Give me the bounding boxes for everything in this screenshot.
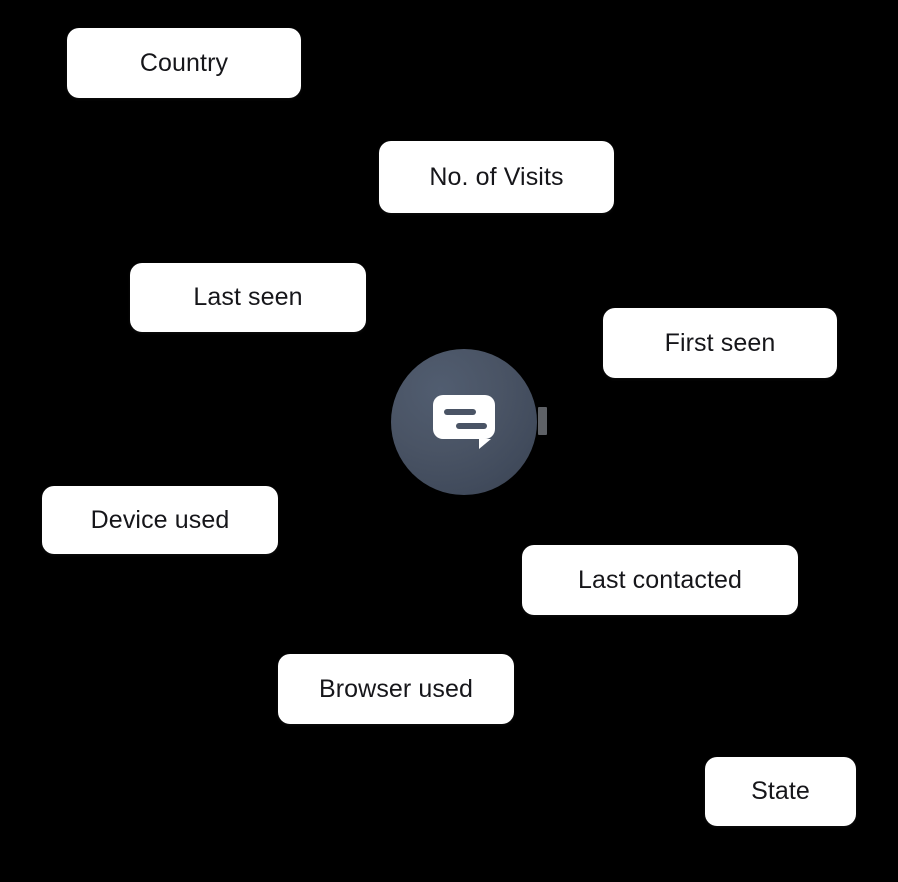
attribute-pill-label: Last seen [193, 283, 303, 311]
attribute-pill-label: No. of Visits [429, 162, 564, 191]
attribute-pill-label: Last contacted [577, 565, 742, 594]
attribute-pill-country[interactable]: Country [67, 28, 301, 98]
speech-bubble-icon [433, 395, 495, 449]
attribute-pill-last-contacted[interactable]: Last contacted [522, 545, 798, 615]
attribute-pill-browser-used[interactable]: Browser used [278, 654, 514, 724]
attribute-pill-label: First seen [664, 328, 776, 357]
attribute-pill-state[interactable]: State [705, 757, 856, 826]
attribute-pill-label: Country [139, 48, 229, 77]
attribute-pill-label: Browser used [318, 674, 474, 703]
attribute-pill-last-seen[interactable]: Last seen [130, 263, 366, 332]
attribute-pill-device-used[interactable]: Device used [42, 486, 278, 554]
node-edge-artifact [538, 407, 547, 435]
attribute-pill-no-of-visits[interactable]: No. of Visits [379, 141, 614, 213]
messages-node[interactable] [391, 349, 547, 495]
attribute-pill-label: State [751, 777, 810, 805]
attribute-pill-label: Device used [90, 505, 230, 534]
attribute-pill-first-seen[interactable]: First seen [603, 308, 837, 378]
